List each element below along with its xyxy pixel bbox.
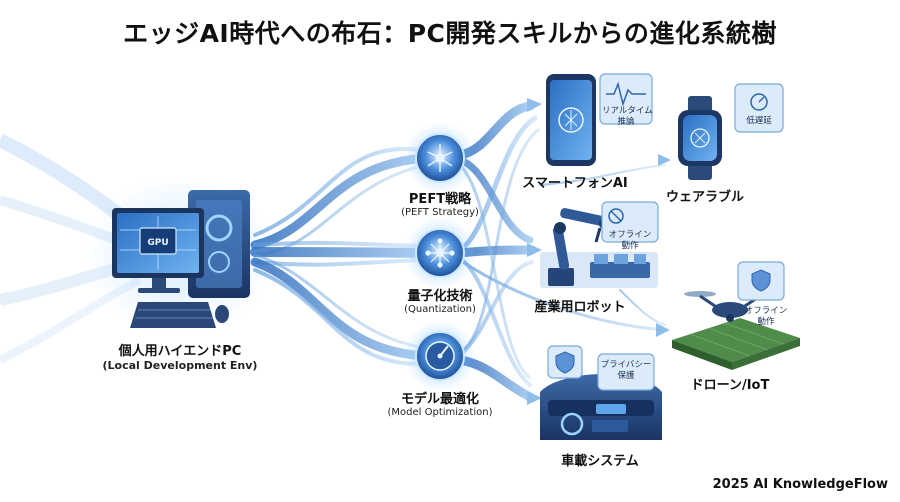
technique-name-en: (Model Optimization): [387, 407, 493, 418]
mouse: [215, 305, 229, 323]
target-label-wearable: ウェアラブル: [665, 190, 744, 205]
source-name-en: (Local Development Env): [102, 359, 258, 372]
wearable-badge-text: 低遅延: [746, 116, 772, 126]
robot-badge-text: オフライン 動作: [604, 230, 656, 252]
arrow-to-robot: [527, 243, 542, 257]
target-label-drone: ドローン/IoT: [690, 378, 770, 393]
source-flows: [250, 146, 430, 367]
smartphone-device: [546, 73, 653, 166]
technique-name-en: (PEFT Strategy): [401, 207, 479, 218]
drone-device: [672, 261, 800, 370]
technique-name: モデル最適化: [400, 392, 479, 407]
technique-label-quantization: 量子化技術 (Quantization): [380, 285, 500, 315]
robot-badge-line2: 動作: [621, 241, 639, 251]
footer-credit: 2025 AI KnowledgeFlow: [712, 477, 888, 492]
smartphone-badge-line1: リアルタイム: [602, 106, 653, 116]
car-badge-line2: 保護: [617, 371, 635, 381]
keyboard: [130, 302, 216, 328]
car-device: [540, 345, 662, 440]
target-label-smartphone: スマートフォンAI: [522, 176, 628, 191]
technique-name-en: (Quantization): [404, 304, 476, 315]
field-terrain: [672, 318, 800, 362]
robot-arm-icon: [548, 208, 614, 286]
smartphone-badge-line2: 推論: [617, 117, 635, 127]
gpu-chip: [139, 227, 177, 255]
drone-badge-text: オフライン 動作: [740, 306, 792, 328]
pc-workstation: GPU: [85, 175, 275, 335]
car-badge-line1: プライバシー: [600, 360, 652, 370]
technique-label-peft: PEFT戦略 (PEFT Strategy): [380, 188, 500, 218]
robot-badge-line1: オフライン: [608, 230, 652, 240]
arrow-to-drone: [656, 323, 670, 337]
technique-node-optimization: [404, 320, 476, 392]
smartphone-badge-text: リアルタイム 推論: [602, 106, 653, 128]
source-label: 個人用ハイエンドPC (Local Development Env): [95, 340, 265, 372]
technique-label-optimization: モデル最適化 (Model Optimization): [370, 388, 510, 418]
robot-device: [540, 201, 659, 288]
robot-badge: [601, 201, 659, 243]
technique-name: PEFT戦略: [408, 192, 472, 207]
technique-name: 量子化技術: [407, 289, 473, 304]
network-sphere-icon: [425, 238, 455, 268]
arrowheads: [527, 98, 671, 405]
technique-node-quantization: [404, 217, 476, 289]
arrow-to-car: [527, 391, 542, 405]
arrow-to-smartphone: [527, 98, 542, 112]
gpu-chip-label: GPU: [147, 238, 168, 248]
gauge-dial-icon: [425, 341, 455, 371]
drone-badge-line1: オフライン: [744, 306, 788, 316]
neural-node-icon: [427, 144, 453, 172]
technique-node-peft: [404, 122, 476, 194]
smartphone-badge: [599, 73, 653, 125]
target-label-robot: 産業用ロボット: [534, 300, 626, 315]
wearable-badge: [734, 83, 784, 133]
drone-badge-line2: 動作: [757, 317, 775, 327]
car-badge-text: プライバシー 保護: [600, 360, 652, 382]
car-badge: [597, 353, 655, 391]
arrow-to-wearable: [658, 154, 671, 166]
wearable-device: [678, 83, 784, 180]
page-title: エッジAI時代への布石：PC開発スキルからの進化系統樹: [123, 19, 777, 48]
target-label-car: 車載システム: [561, 454, 639, 469]
source-name: 個人用ハイエンドPC: [118, 344, 242, 359]
